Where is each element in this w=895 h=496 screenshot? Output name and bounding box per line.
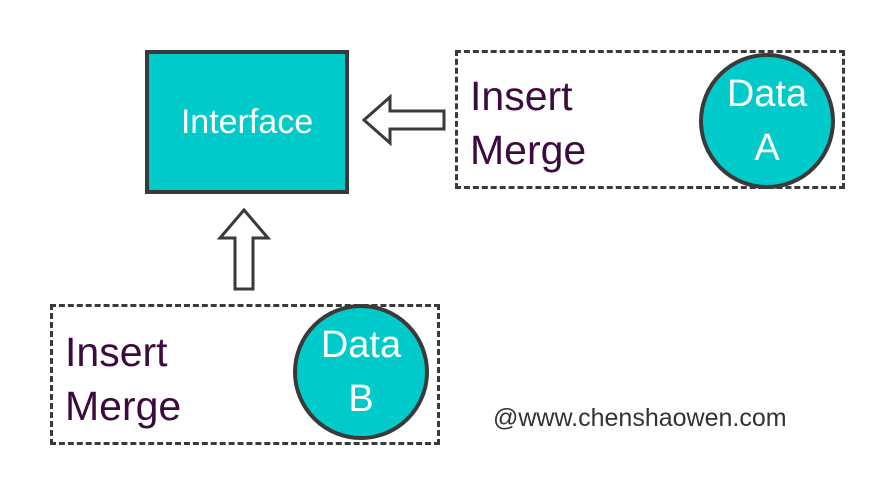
arrow-up-icon bbox=[216, 208, 272, 291]
watermark: @www.chenshaowen.com bbox=[493, 404, 787, 432]
group-data-b: Insert Merge Data B bbox=[50, 304, 440, 445]
interface-box: Interface bbox=[145, 50, 349, 194]
data-a-circle: Data A bbox=[699, 53, 835, 189]
interface-label: Interface bbox=[180, 102, 314, 141]
op-insert: Insert bbox=[65, 329, 168, 375]
op-insert: Insert bbox=[470, 73, 573, 119]
op-merge: Merge bbox=[470, 127, 587, 173]
group-data-a: Insert Merge Data A bbox=[455, 50, 845, 189]
data-b-circle: Data B bbox=[293, 304, 429, 440]
data-a-label: Data bbox=[726, 73, 808, 115]
operations-list: Insert Merge bbox=[470, 69, 586, 177]
data-b-label: Data bbox=[320, 324, 402, 366]
operations-list: Insert Merge bbox=[65, 325, 181, 433]
data-b-letter: B bbox=[348, 378, 374, 420]
data-a-letter: A bbox=[754, 127, 780, 169]
op-merge: Merge bbox=[65, 383, 182, 429]
arrow-left-icon bbox=[362, 94, 446, 146]
